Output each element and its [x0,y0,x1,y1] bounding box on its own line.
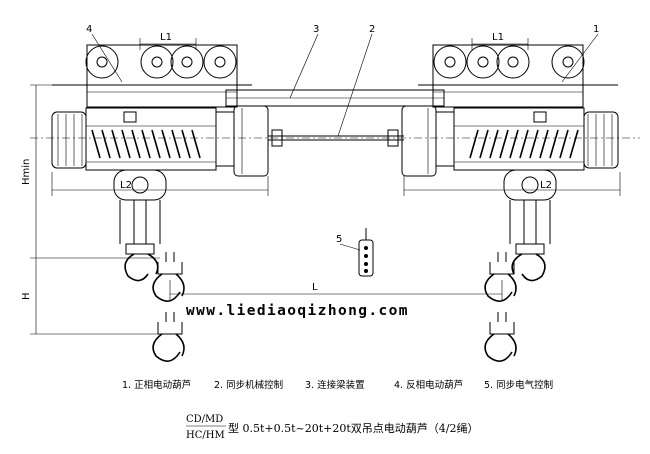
svg-text:L: L [312,282,318,293]
dim-l2-right: L2 [403,172,621,196]
pendant-control [358,228,374,277]
callout-3: 3 [313,24,319,35]
callout-4: 4 [86,24,92,35]
callout-2: 2 [369,24,375,35]
legend-item-1: 1. 正相电动葫芦 [122,379,191,391]
dim-l1-right: L1 [471,32,529,50]
title-text: 型 0.5t+0.5t~20t+20t双吊点电动葫芦（4/2绳） [228,421,479,435]
legend-item-3: 3. 连接梁装置 [305,379,365,391]
model-top: CD/MD [186,414,223,425]
sync-shaft [268,129,404,147]
callout-1: 1 [593,24,599,35]
legend: 1. 正相电动葫芦 2. 同步机械控制 3. 连接梁装置 4. 反相电动葫芦 5… [122,379,553,391]
model-bottom: HC/HM [186,430,225,441]
legend-item-2: 2. 同步机械控制 [214,379,283,391]
dim-vertical: Hmin H [21,84,160,335]
dim-l: L [169,280,503,300]
website-url: www.liediaoqizhong.com [186,303,409,319]
dim-hmin: Hmin [21,159,32,185]
legend-item-4: 4. 反相电动葫芦 [394,379,463,391]
dim-l2-left: L2 [51,172,269,196]
callout-5: 5 [336,234,342,245]
dim-l1-left: L1 [139,32,197,50]
legend-item-5: 5. 同步电气控制 [484,379,553,391]
dim-h: H [21,292,32,300]
left-hoist [51,44,269,282]
connecting-beam [225,89,445,107]
svg-text:L2: L2 [120,180,132,191]
drawing-title: CD/MD HC/HM 型 0.5t+0.5t~20t+20t双吊点电动葫芦（4… [186,414,479,441]
svg-text:L1: L1 [160,32,172,43]
right-hoist [401,44,619,282]
svg-text:L2: L2 [540,180,552,191]
svg-text:L1: L1 [492,32,504,43]
